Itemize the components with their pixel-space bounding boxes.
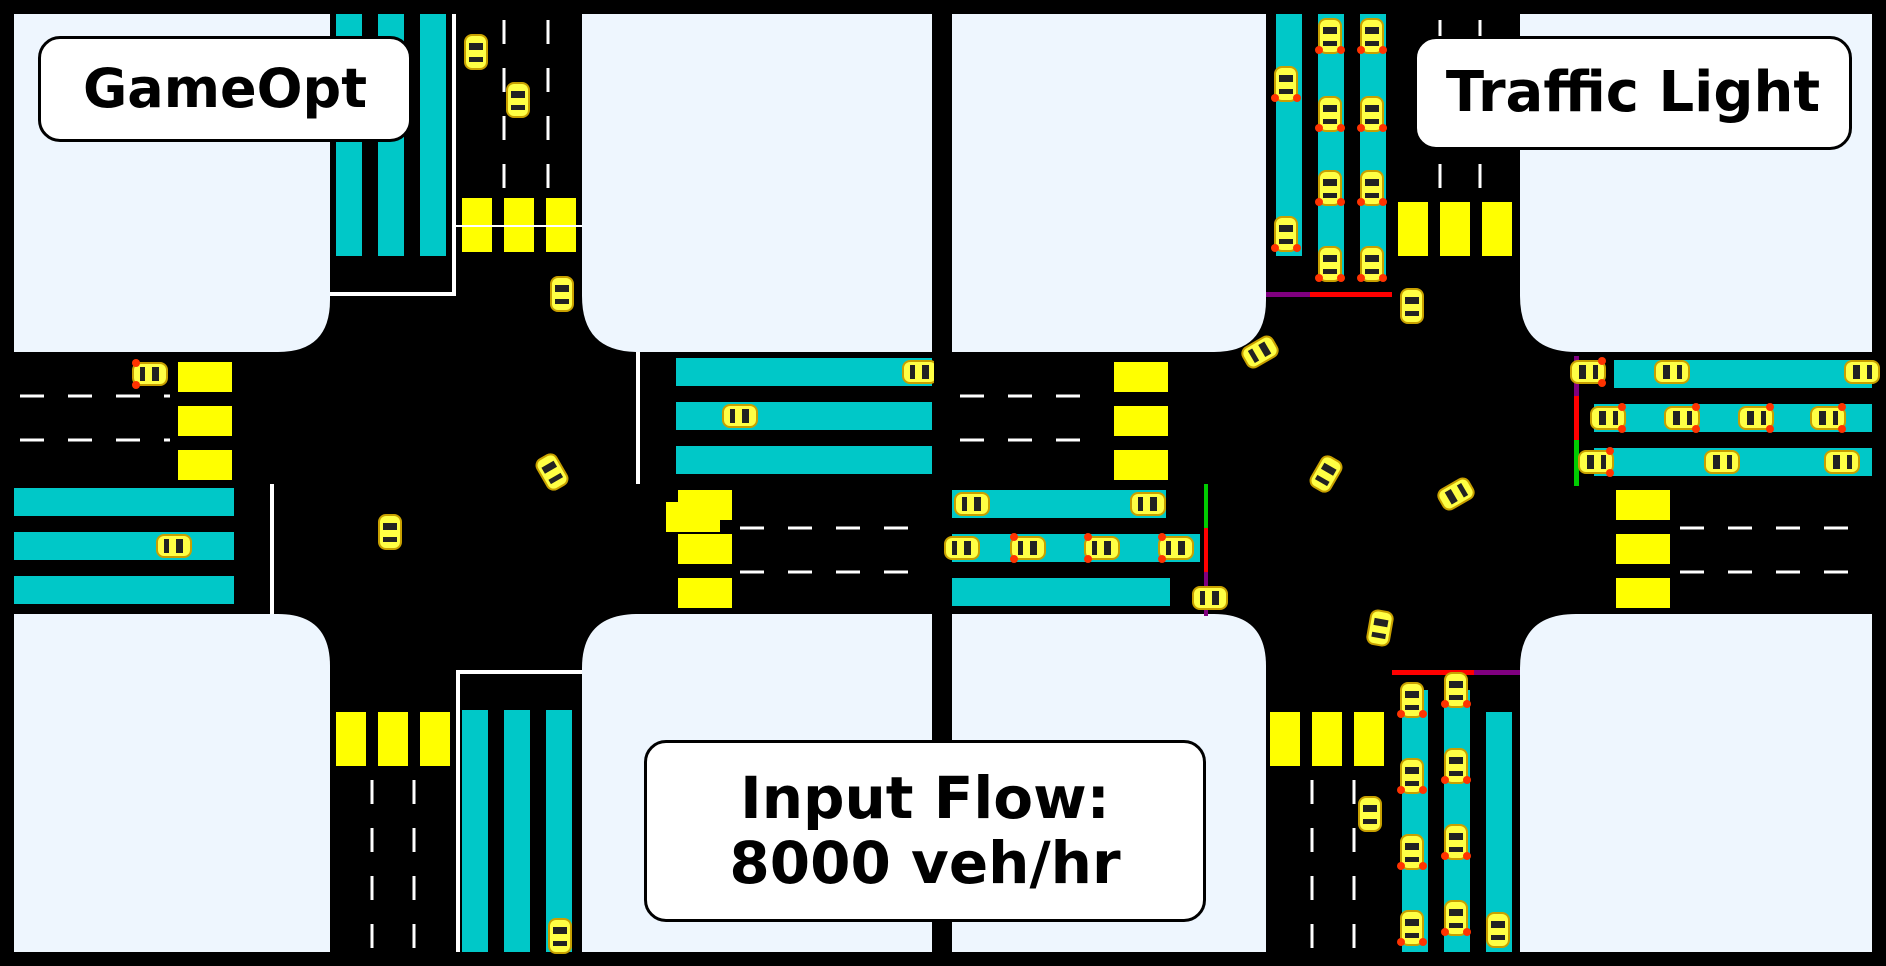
traffic-light-label-text: Traffic Light: [1445, 59, 1821, 125]
left-intersection: [14, 14, 938, 954]
gameopt-label: GameOpt: [38, 36, 412, 142]
gameopt-label-text: GameOpt: [82, 56, 368, 120]
input-flow-line1: Input Flow:: [740, 764, 1110, 833]
input-flow-line2: 8000 veh/hr: [729, 829, 1121, 897]
traffic-light-label: Traffic Light: [1414, 36, 1852, 150]
input-flow-label: Input Flow: 8000 veh/hr: [644, 740, 1206, 922]
